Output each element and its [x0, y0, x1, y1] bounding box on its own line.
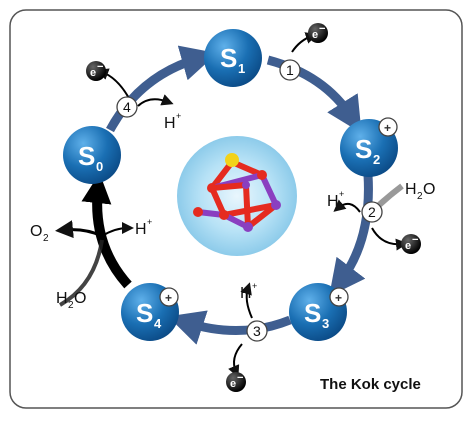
svg-text:+: + [252, 281, 257, 291]
svg-text:e: e [312, 29, 318, 41]
electron-icon-2: e − [401, 234, 421, 254]
svg-text:e: e [90, 67, 96, 79]
electron-icon-1: e − [308, 23, 328, 43]
state-node-s2: S 2 + [340, 117, 398, 177]
diagram-title: The Kok cycle [320, 376, 421, 393]
svg-text:3: 3 [322, 316, 329, 331]
step-badge-2: 2 [361, 201, 383, 223]
water-label-2: H 2 O [405, 181, 435, 202]
svg-text:H: H [327, 193, 339, 210]
proton-label-3: H + [240, 281, 257, 302]
svg-text:1: 1 [286, 62, 294, 78]
state-node-s4: S 4 + [121, 283, 179, 341]
svg-text:+: + [384, 121, 391, 135]
svg-text:3: 3 [253, 323, 261, 339]
svg-text:S: S [304, 298, 321, 328]
step-badge-1: 1 [279, 59, 301, 81]
arrow-s1-s2 [266, 55, 362, 134]
svg-text:H: H [240, 285, 252, 302]
arrow-s4-s0 [55, 173, 134, 307]
svg-text:4: 4 [154, 316, 162, 331]
step-badge-4: 4 [116, 96, 138, 118]
svg-text:+: + [176, 111, 181, 121]
h-release-arrow-s4 [101, 222, 134, 237]
svg-text:2: 2 [368, 204, 376, 220]
svg-text:S: S [136, 298, 153, 328]
electron-icon-3: e − [226, 372, 246, 392]
arrow-s2-s3 [329, 174, 373, 297]
svg-text:−: − [237, 372, 243, 384]
svg-text:4: 4 [123, 99, 131, 115]
svg-text:1: 1 [238, 61, 245, 76]
proton-label-2: H + [327, 189, 344, 210]
svg-text:H: H [135, 221, 147, 238]
arrow-s0-s1 [106, 45, 218, 133]
svg-text:2: 2 [68, 300, 74, 311]
svg-text:S: S [355, 134, 372, 164]
svg-text:H: H [56, 290, 68, 307]
svg-text:e: e [230, 378, 236, 390]
svg-text:0: 0 [96, 159, 103, 174]
svg-text:+: + [165, 291, 172, 305]
arrow-s3-s4 [167, 310, 292, 345]
svg-text:H: H [405, 181, 417, 198]
cycle-arrows [106, 45, 373, 345]
oxygen-label: O 2 [30, 223, 49, 244]
proton-label-s4: H + [135, 217, 152, 238]
svg-text:O: O [423, 181, 435, 198]
svg-text:O: O [30, 223, 42, 240]
proton-label-4: H + [164, 111, 181, 132]
state-node-s1: S 1 [204, 29, 262, 87]
svg-text:e: e [405, 240, 411, 252]
state-node-s0: S 0 [63, 126, 121, 184]
svg-text:H: H [164, 115, 176, 132]
svg-text:+: + [335, 291, 342, 305]
svg-text:+: + [147, 217, 152, 227]
svg-text:2: 2 [373, 152, 380, 167]
svg-text:2: 2 [43, 233, 49, 244]
svg-text:S: S [220, 43, 237, 73]
svg-text:−: − [319, 23, 325, 35]
electron-icon-4: e − [86, 61, 106, 81]
water-label-s4: H 2 O [56, 290, 86, 311]
mn4cao5-cluster [177, 136, 297, 256]
svg-text:2: 2 [417, 191, 423, 202]
svg-text:+: + [339, 189, 344, 199]
svg-text:O: O [74, 290, 86, 307]
state-node-s3: S 3 + [289, 283, 349, 341]
svg-text:S: S [78, 141, 95, 171]
svg-text:−: − [97, 61, 103, 73]
step-badge-3: 3 [246, 320, 268, 342]
svg-text:−: − [412, 234, 418, 246]
o2-release-arrow [55, 220, 103, 239]
